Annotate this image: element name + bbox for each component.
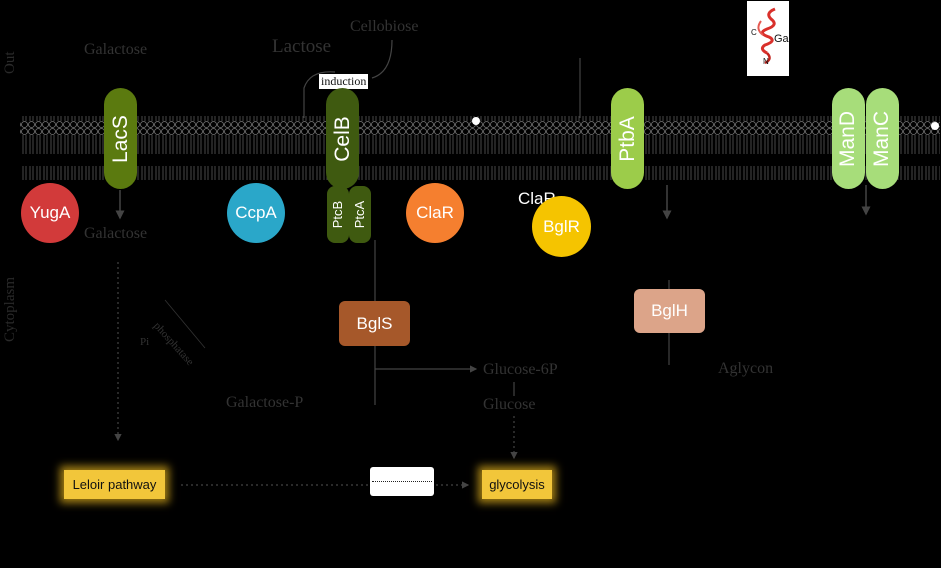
membrane-marker xyxy=(931,122,939,130)
lacs-transporter: LacS xyxy=(104,88,137,189)
glucose-label: Glucose xyxy=(483,396,536,413)
galactose-out-label: Galactose xyxy=(84,41,148,58)
yuga-regulator: YugA xyxy=(21,183,79,243)
thumbnail-ga-label: Ga xyxy=(774,33,789,45)
manc-label: ManC xyxy=(870,110,894,167)
ptcb-label: PtcB xyxy=(330,200,346,229)
membrane xyxy=(20,116,940,180)
bglr-regulator: BglR xyxy=(532,196,591,257)
ptca-label: PtcA xyxy=(352,200,368,229)
protein-structure-thumbnail: C Ga N xyxy=(747,1,789,76)
bgls-enzyme: BglS xyxy=(339,301,410,346)
lacs-label: LacS xyxy=(108,114,132,163)
protein-ribbon-icon xyxy=(757,7,776,65)
ptcb-subunit: PtcB xyxy=(327,186,349,243)
ccpa-regulator: CcpA xyxy=(227,183,285,243)
region-out-label: Out xyxy=(2,51,18,75)
induction-label: induction xyxy=(319,74,369,89)
glycolysis-pathway: glycolysis xyxy=(482,470,552,499)
ptba-label: PtbA xyxy=(615,115,639,162)
manc-transporter: ManC xyxy=(866,88,899,189)
thumbnail-n-label: N xyxy=(763,57,769,66)
celb-label: CelB xyxy=(330,115,354,162)
leloir-pathway: Leloir pathway xyxy=(64,470,165,499)
galactose-in-label: Galactose xyxy=(84,225,148,242)
thumbnail-c-label: C xyxy=(751,28,757,37)
ptba-transporter: PtbA xyxy=(611,88,644,189)
mand-label: ManD xyxy=(836,110,860,167)
bglh-enzyme: BglH xyxy=(634,289,705,333)
cellobiose-label: Cellobiose xyxy=(350,18,419,35)
blank-label-box xyxy=(370,467,434,496)
celb-transporter: CelB xyxy=(326,88,359,189)
lactose-label: Lactose xyxy=(272,36,332,57)
galactose-p-label: Galactose-P xyxy=(226,394,304,411)
pi-label: Pi xyxy=(140,336,150,348)
membrane-marker xyxy=(472,117,480,125)
mand-transporter: ManD xyxy=(832,88,865,189)
ptca-subunit: PtcA xyxy=(349,186,371,243)
glucose-6p-label: Glucose-6P xyxy=(483,361,558,378)
aglycon-label: Aglycon xyxy=(718,360,774,377)
clar-regulator: ClaR xyxy=(406,183,464,243)
region-cytoplasm-label: Cytoplasm xyxy=(2,276,18,342)
